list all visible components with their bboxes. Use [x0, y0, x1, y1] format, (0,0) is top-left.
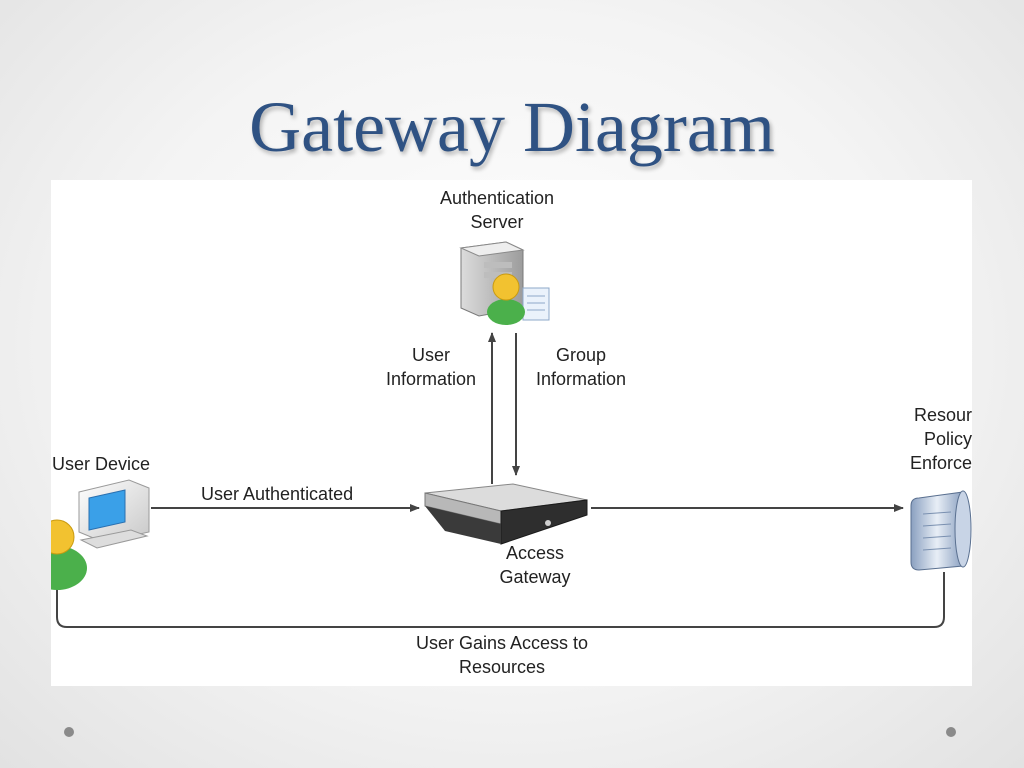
diagram-panel: Authentication Server User Information G…: [51, 180, 972, 686]
user-gains-access-label: User Gains Access to Resources: [415, 633, 589, 677]
user-device-icon: [51, 479, 150, 590]
slide-title: Gateway Diagram: [249, 87, 775, 167]
user-authenticated-label: User Authenticated: [201, 484, 354, 504]
user-information-label: User Information: [385, 345, 477, 389]
resource-policy-label: Resour Policy Enforce: [909, 405, 972, 473]
access-gateway-icon: [424, 483, 588, 545]
authentication-server-icon: [459, 241, 550, 325]
group-information-label: Group Information: [535, 345, 627, 389]
slide-dot-right: [946, 727, 956, 737]
user-device-label: User Device: [52, 454, 151, 474]
scroll-icon: [910, 490, 972, 571]
access-gateway-label: Access Gateway: [499, 543, 571, 587]
slide-dot-left: [64, 727, 74, 737]
diagram-canvas: [51, 241, 972, 628]
authentication-server-label: Authentication Server: [439, 188, 555, 232]
return-access-line: [56, 572, 945, 628]
